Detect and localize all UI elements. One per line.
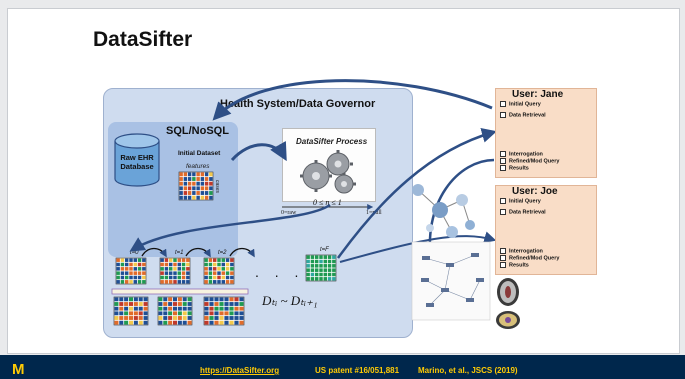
user-item: Interrogation — [500, 151, 543, 157]
user-item: Results — [500, 165, 529, 171]
user-item: Interrogation — [500, 248, 543, 254]
distribution-formula: Dₜᵢ ~ Dₜᵢ₊₁ — [262, 293, 318, 308]
user-item: Initial Query — [500, 198, 541, 204]
user-name-joe: User: Joe — [512, 186, 558, 197]
slide-title: DataSifter — [93, 28, 193, 51]
time-label-t2: t=2 — [218, 250, 227, 256]
footer-bar — [0, 355, 685, 379]
governor-title: Health System/Data Governor — [220, 98, 376, 110]
time-label-t0: t=0 — [130, 250, 139, 256]
user-item: Data Retrieval — [500, 209, 546, 215]
user-item: Data Retrieval — [500, 112, 546, 118]
cases-label: cases — [214, 180, 220, 194]
time-label-tf: t=F — [320, 247, 329, 253]
raw-label: 0=raw — [281, 210, 297, 216]
sql-label: SQL/NoSQL — [166, 125, 229, 137]
user-name-jane: User: Jane — [512, 89, 564, 100]
footer-url-link[interactable]: https://DataSifter.org — [200, 366, 280, 375]
database-cylinder-icon — [114, 133, 160, 187]
process-title: DataSifter Process — [296, 137, 368, 146]
eta-range-label: 0 ≤ η ≤ 1 — [313, 198, 342, 207]
null-label: 1=null — [366, 210, 382, 216]
ellipsis: . . . — [255, 264, 305, 280]
gears-icon — [300, 150, 356, 194]
initial-dataset-label: Initial Dataset — [178, 150, 221, 157]
database-label: Raw EHR Database — [120, 153, 154, 171]
user-item: Refined/Mod Query — [500, 255, 559, 261]
user-item: Initial Query — [500, 101, 541, 107]
time-label-t1: t=1 — [175, 250, 184, 256]
user-item: Refined/Mod Query — [500, 158, 559, 164]
user-item: Results — [500, 262, 529, 268]
university-logo: M — [12, 361, 25, 378]
footer-citation: Marino, et al., JSCS (2019) — [418, 366, 518, 375]
features-label: features — [186, 163, 210, 170]
footer-patent: US patent #16/051,881 — [315, 366, 400, 375]
